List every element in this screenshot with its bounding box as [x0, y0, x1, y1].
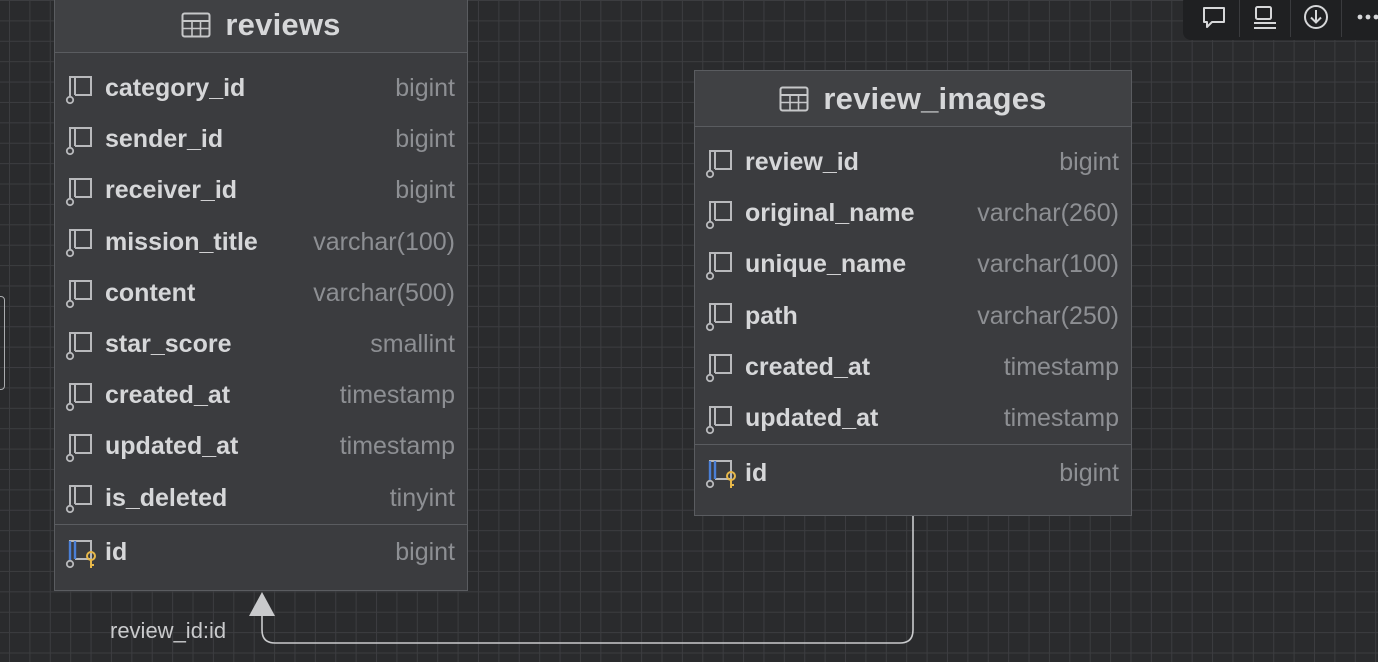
column-icon: [705, 303, 732, 332]
column-type: smallint: [370, 330, 455, 359]
comment-button[interactable]: [1189, 0, 1241, 37]
primary-key-row[interactable]: id bigint: [695, 445, 1131, 501]
column-icon: [65, 433, 92, 463]
column-row[interactable]: star_score smallint: [55, 319, 467, 370]
column-type: bigint: [395, 74, 455, 103]
column-icon: [705, 405, 732, 434]
column-icon: [705, 149, 732, 178]
primary-key-section: id bigint: [695, 444, 1131, 501]
column-name: updated_at: [745, 404, 879, 433]
column-list: review_id bigint original_name varchar(2…: [695, 127, 1131, 444]
diagram-toolbar: [1183, 0, 1378, 40]
column-row[interactable]: updated_at timestamp: [695, 393, 1131, 444]
column-row[interactable]: sender_id bigint: [55, 114, 467, 165]
relationship-label: review_id:id: [110, 618, 227, 643]
table-icon: [181, 12, 211, 37]
layout-button[interactable]: [1240, 0, 1292, 37]
column-row[interactable]: category_id bigint: [55, 63, 467, 114]
column-row[interactable]: review_id bigint: [695, 137, 1131, 188]
column-row[interactable]: created_at timestamp: [55, 370, 467, 421]
column-type: bigint: [1059, 458, 1119, 487]
column-icon: [65, 331, 92, 360]
column-list: category_id bigint sender_id bigint rece…: [55, 53, 467, 524]
column-name: receiver_id: [105, 176, 238, 205]
more-button[interactable]: [1342, 0, 1378, 37]
column-type: bigint: [395, 125, 455, 154]
column-icon: [705, 251, 732, 281]
column-type: timestamp: [339, 381, 455, 410]
column-name: category_id: [105, 74, 246, 103]
column-name: updated_at: [105, 432, 239, 461]
primary-key-icon: [65, 539, 96, 568]
primary-key-row[interactable]: id bigint: [55, 525, 467, 581]
column-name: unique_name: [745, 250, 907, 279]
download-icon: [1304, 5, 1329, 29]
relationship-arrowhead: [249, 592, 275, 616]
table-title: review_images: [823, 80, 1047, 116]
column-type: bigint: [395, 538, 455, 567]
primary-key-icon: [705, 460, 736, 489]
column-name: star_score: [105, 330, 232, 359]
column-row[interactable]: updated_at timestamp: [55, 421, 467, 472]
column-type: varchar(250): [977, 301, 1119, 330]
column-name: mission_title: [105, 227, 258, 256]
column-name: sender_id: [105, 125, 224, 154]
offscreen-node-edge[interactable]: [0, 296, 5, 390]
column-type: timestamp: [1003, 352, 1119, 381]
column-icon: [65, 177, 92, 207]
primary-key-section: id bigint: [55, 523, 467, 581]
more-icon: [1357, 14, 1378, 20]
column-icon: [65, 280, 92, 309]
column-row[interactable]: created_at timestamp: [695, 342, 1131, 393]
column-type: timestamp: [1003, 404, 1119, 433]
table-header[interactable]: reviews: [55, 0, 467, 53]
column-name: created_at: [745, 352, 871, 381]
column-icon: [65, 485, 92, 514]
table-review-images[interactable]: review_images review_id bigint original_…: [694, 70, 1132, 516]
column-row[interactable]: content varchar(500): [55, 268, 467, 319]
column-name: created_at: [105, 381, 231, 410]
column-icon: [705, 354, 732, 383]
column-icon: [65, 75, 92, 104]
column-type: tinyint: [389, 483, 455, 512]
table-icon: [779, 86, 809, 111]
column-icon: [65, 126, 92, 155]
table-header[interactable]: review_images: [695, 71, 1131, 127]
column-row[interactable]: receiver_id bigint: [55, 165, 467, 216]
column-row[interactable]: is_deleted tinyint: [55, 473, 467, 524]
column-icon: [705, 200, 732, 229]
layout-icon: [1254, 6, 1277, 29]
column-type: varchar(500): [313, 278, 455, 307]
column-type: timestamp: [339, 432, 455, 461]
column-type: bigint: [395, 176, 455, 205]
column-row[interactable]: unique_name varchar(100): [695, 239, 1131, 290]
column-name: id: [745, 458, 768, 487]
column-name: review_id: [745, 148, 859, 177]
download-button[interactable]: [1291, 0, 1343, 37]
column-name: original_name: [745, 199, 915, 228]
column-row[interactable]: mission_title varchar(100): [55, 217, 467, 268]
column-name: path: [745, 301, 798, 330]
table-reviews[interactable]: reviews category_id bigint sender_id big…: [54, 0, 468, 591]
column-type: varchar(100): [977, 250, 1119, 279]
column-name: id: [105, 538, 128, 567]
column-icon: [65, 382, 92, 411]
column-row[interactable]: original_name varchar(260): [695, 188, 1131, 239]
column-type: bigint: [1059, 148, 1119, 177]
column-name: is_deleted: [105, 483, 228, 512]
column-icon: [65, 229, 92, 258]
column-type: varchar(100): [313, 227, 455, 256]
column-type: varchar(260): [977, 199, 1119, 228]
table-title: reviews: [225, 6, 341, 42]
comment-icon: [1203, 7, 1225, 28]
column-row[interactable]: path varchar(250): [695, 291, 1131, 342]
column-name: content: [105, 278, 196, 307]
